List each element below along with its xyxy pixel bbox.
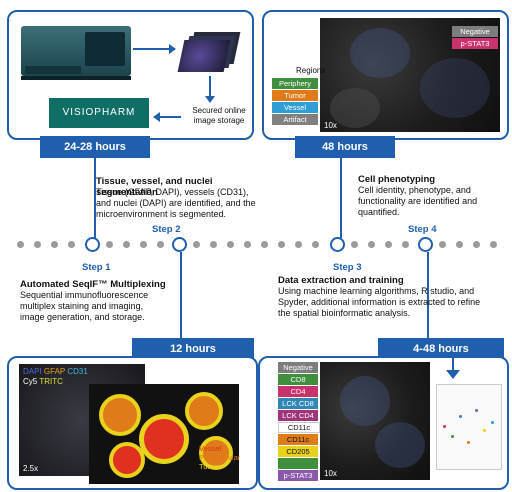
stain-line-1: DAPI GFAP CD31 (23, 367, 88, 376)
instrument-image (21, 20, 131, 80)
step2-body: Tissue (GFAP, DAPI), vessels (CD31), and… (96, 187, 256, 219)
connector-step2 (180, 252, 182, 338)
arrow-right-icon-head (169, 44, 176, 54)
visiopharm-logo: VISIOPHARM (49, 98, 149, 128)
panel-multiplex-image: DAPI GFAP CD31 Cy5 TRITC 2.5x Vessel Per… (7, 356, 258, 490)
connector-step3 (427, 252, 429, 338)
step2-title: Tissue, vessel, and nuclei segmentation (96, 176, 213, 198)
pheno-cd8: CD8 (278, 374, 318, 385)
regions-title: Regions (296, 66, 326, 75)
seg-vessel: Vessel (199, 444, 222, 453)
image-stack (177, 32, 241, 72)
duration-tag-4-48: 4-48 hours (378, 338, 504, 360)
stain-line-2: Cy5 TRITC (23, 377, 63, 386)
panel-seqif-instrument: Secured online image storage VISIOPHARM (7, 10, 254, 140)
marker-negative: Negative (452, 26, 498, 37)
step3-title: Data extraction and training (278, 275, 404, 286)
arrow-down-icon (452, 358, 454, 372)
step1-title: Automated SeqIF™ Multiplexing (20, 279, 166, 290)
stain-cd31: CD31 (67, 367, 88, 376)
duration-tag-24-28: 24-28 hours (40, 136, 150, 158)
step2-label: Step 2 (152, 224, 181, 235)
brand-text: VISIOPHARM (62, 107, 136, 118)
connector-step4 (340, 150, 342, 238)
duration-tag-12: 12 hours (132, 338, 254, 360)
pheno-cd205: CD205 (278, 446, 318, 457)
arrow-down-icon-head (205, 96, 215, 103)
arrow-down-icon-head (446, 370, 460, 379)
region-periphery: Periphery (272, 78, 318, 89)
pheno-green (278, 458, 318, 469)
segmentation-micrograph: 10x (320, 18, 500, 132)
segmentation-overlay-image (89, 384, 239, 484)
arrow-down-icon (209, 76, 211, 98)
pheno-negative: Negative (278, 362, 318, 373)
step1-body: Sequential immunofluorescence multiplex … (20, 290, 149, 322)
stain-gfap: GFAP (43, 367, 66, 376)
phenotyping-micrograph: 10x (320, 362, 430, 480)
pheno-lck-cd8: LCK CD8 (278, 398, 318, 409)
stain-dapi: DAPI (23, 367, 42, 376)
pheno-pstat3: p-STAT3 (278, 470, 318, 481)
arrow-right-icon (133, 48, 173, 50)
step3-marker (330, 237, 345, 252)
panel-segmentation-image: 10x Regions Periphery Tumor Vessel Artif… (262, 10, 509, 140)
step2-marker (172, 237, 187, 252)
marker-pstat3: p-STAT3 (452, 38, 498, 49)
zoom-label: 10x (324, 469, 337, 478)
arrow-left-icon-head (153, 112, 160, 122)
seg-perivascular: Perivascular (199, 453, 241, 462)
pheno-cd4: CD4 (278, 386, 318, 397)
step4-marker (418, 237, 433, 252)
seg-legend: Vessel Perivascular Tumor (199, 444, 240, 471)
region-vessel: Vessel (272, 102, 318, 113)
connector-step1 (94, 150, 96, 238)
storage-label: Secured online image storage (192, 106, 246, 125)
step3-label: Step 3 (333, 262, 362, 273)
pheno-lck-cd4: LCK CD4 (278, 410, 318, 421)
duration-tag-48: 48 hours (295, 136, 395, 158)
stain-cy5: Cy5 (23, 377, 38, 386)
step4-label: Step 4 (408, 224, 437, 235)
region-artifact: Artifact (272, 114, 318, 125)
seg-tumor: Tumor (199, 462, 221, 471)
pheno-cd11c-cd205: CD11c CD205 (278, 434, 318, 455)
step1-marker (85, 237, 100, 252)
step4-title: Cell phenotyping (358, 174, 436, 185)
scatter-plot-thumbnail (436, 384, 502, 470)
stain-tritc: TRITC (39, 377, 63, 386)
arrow-left-icon (159, 116, 181, 118)
zoom-label: 2.5x (23, 464, 39, 473)
zoom-label: 10x (324, 121, 337, 130)
step1-label: Step 1 (82, 262, 111, 273)
region-tumor: Tumor (272, 90, 318, 101)
panel-phenotyping-image: Negative CD8 CD4 LCK CD8 LCK CD4 CD11c C… (258, 356, 509, 490)
step3-body: Using machine learning algorithms, R stu… (278, 286, 481, 318)
step4-body: Cell identity, phenotype, and functional… (358, 185, 478, 217)
pheno-cd11c: CD11c (278, 422, 320, 433)
